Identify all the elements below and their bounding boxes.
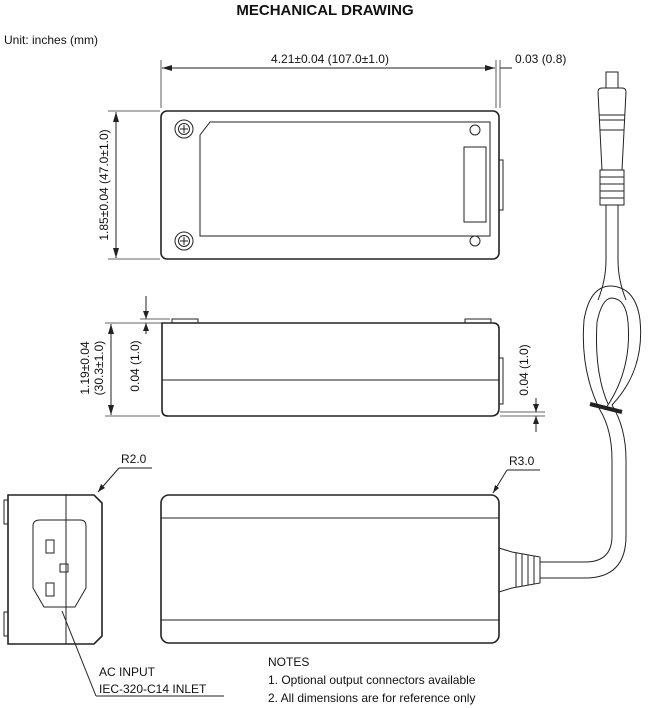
- note-item: 2. All dimensions are for reference only: [268, 691, 475, 705]
- hole-top-icon: [469, 124, 481, 136]
- notes: NOTES 1. Optional output connectors avai…: [268, 655, 476, 705]
- height-label-line2: (30.3±1.0): [92, 341, 106, 396]
- screw-bottom-icon: [174, 231, 194, 251]
- dc-plug-icon: [597, 71, 627, 171]
- front-view-inlet-end: [3, 494, 103, 645]
- radius-body-callout: R3.0: [492, 454, 540, 494]
- inlet-label-line2: IEC-320-C14 INLET: [99, 682, 207, 696]
- unit-label: Unit: inches (mm): [4, 33, 98, 47]
- foot-left-label: 0.04 (1.0): [128, 340, 142, 391]
- inlet-callout: AC INPUT IEC-320-C14 INLET: [61, 610, 224, 697]
- length-label: 4.21±0.04 (107.0±1.0): [271, 52, 389, 66]
- dimension-foot-right: 0.04 (1.0): [500, 344, 545, 432]
- dimension-height: 1.19±0.04 (30.3±1.0): [78, 322, 170, 417]
- radius-inlet-label: R2.0: [121, 452, 147, 466]
- note-item: 1. Optional output connectors available: [268, 673, 476, 687]
- side-view: [161, 318, 504, 417]
- hole-bottom-icon: [469, 235, 481, 247]
- dimension-foot-left: 0.04 (1.0): [128, 296, 170, 392]
- output-cable: [498, 71, 642, 593]
- inlet-label-line1: AC INPUT: [99, 665, 156, 679]
- width-label: 1.85±0.04 (47.0±1.0): [97, 129, 111, 240]
- foot-right-label: 0.04 (1.0): [517, 344, 531, 395]
- notes-heading: NOTES: [268, 655, 309, 669]
- radius-inlet-callout: R2.0: [97, 452, 152, 493]
- iec-c14-inlet-icon: [32, 519, 87, 608]
- offset-label: 0.03 (0.8): [515, 52, 566, 66]
- radius-body-label: R3.0: [509, 454, 535, 468]
- dimension-width: 1.85±0.04 (47.0±1.0): [97, 110, 160, 260]
- top-view: [160, 110, 504, 260]
- dimension-length: 4.21±0.04 (107.0±1.0) 0.03 (0.8): [160, 52, 566, 108]
- drawing-title: MECHANICAL DRAWING: [236, 2, 413, 19]
- screw-top-icon: [174, 119, 194, 139]
- bottom-view: [160, 494, 500, 644]
- height-label-line1: 1.19±0.04: [78, 341, 92, 395]
